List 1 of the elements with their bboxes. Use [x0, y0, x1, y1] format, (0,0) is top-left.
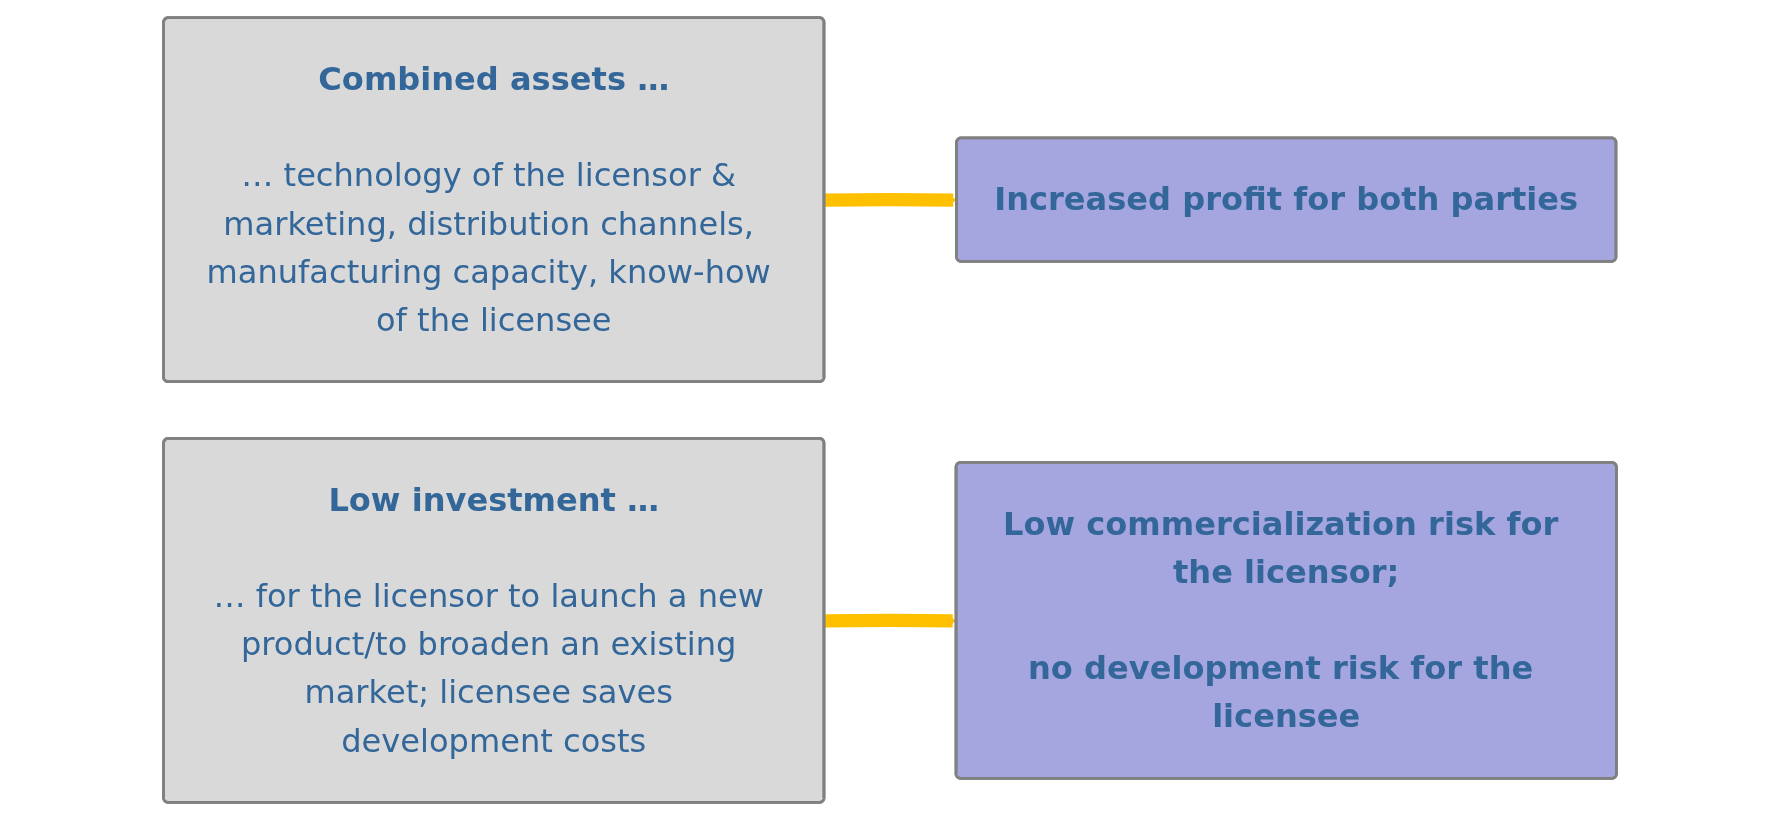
arrow	[824, 613, 957, 627]
